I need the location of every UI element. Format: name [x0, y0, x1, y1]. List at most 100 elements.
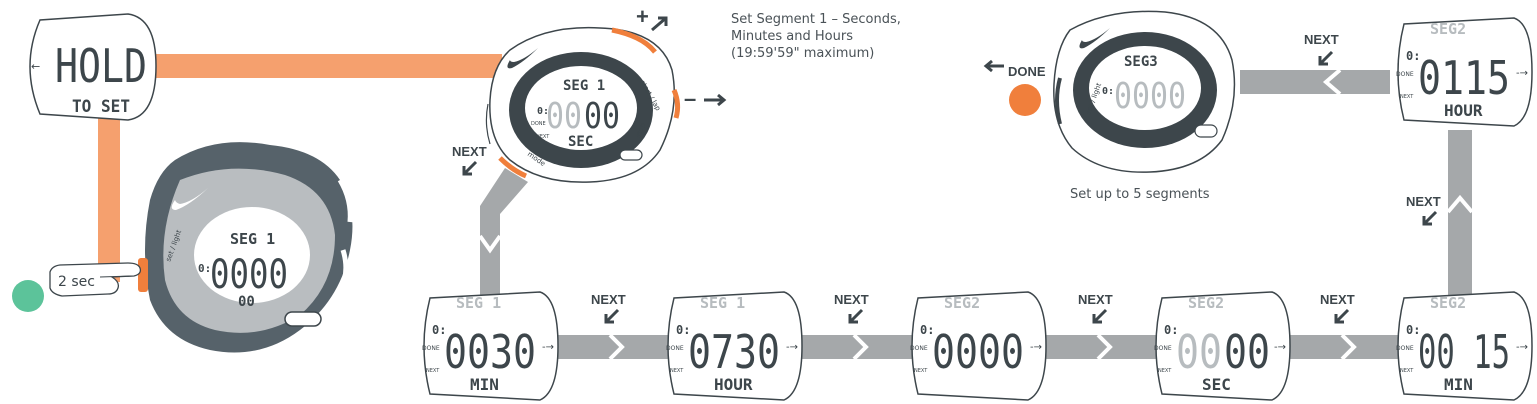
step-digits: 0115 [1418, 51, 1510, 105]
step-unit: MIN [1444, 375, 1473, 394]
step-prefix: 0: [1164, 323, 1178, 337]
segment-watch-screen [525, 66, 637, 150]
step-watch-outline [1155, 291, 1291, 401]
bottom-next-labels: NEXT NEXT NEXT NEXT [591, 292, 1355, 324]
step-right-arrow-icon: -→ [1516, 342, 1528, 353]
hand-duration-label: 2 sec [58, 274, 95, 290]
gray-chevron-up [1446, 194, 1474, 214]
plus-arrow-icon [651, 16, 668, 32]
caption-seg1: Set Segment 1 – Seconds, Minutes and Hou… [731, 12, 901, 61]
orange-done-indicator [1009, 84, 1041, 116]
green-button-indicator [12, 280, 44, 312]
step-prefix: 0: [676, 323, 690, 337]
orange-connector-top [150, 54, 502, 78]
next-arrow-top-right-icon [1318, 50, 1334, 66]
step-seg-label: SEG 1 [700, 294, 745, 312]
minus-arrow-icon [704, 93, 727, 107]
segment-prefix: 0: [537, 106, 549, 117]
step-watch-outline [423, 291, 559, 401]
step-done-label: DONE [666, 345, 684, 352]
step-watch-outline [667, 291, 803, 401]
step-right-arrow-icon: -→ [786, 342, 798, 353]
main-watch-right-button-1 [337, 178, 353, 223]
done-watch-left-button [1055, 77, 1062, 125]
step-unit: SEC [1202, 375, 1231, 394]
hold-watch: ← HOLD TO SET [29, 13, 157, 121]
caption-segments: Set up to 5 segments [1070, 187, 1210, 202]
step-next-label: NEXT [670, 368, 684, 374]
done-watch: SEG3 0: 0000 set / light [1053, 10, 1236, 173]
next-label-1: NEXT [591, 292, 626, 307]
step-prefix: 0: [1406, 49, 1420, 63]
next-label-top-right: NEXT [1304, 32, 1339, 47]
step-seg-label: SEG2 [944, 294, 980, 312]
step-done-label: DONE [422, 345, 440, 352]
gray-connector-top-right [1240, 70, 1390, 94]
step-unit: HOUR [714, 375, 753, 394]
next-arrow-4-icon [1334, 308, 1350, 324]
segment-seg-label: SEG 1 [563, 78, 605, 94]
done-arrow-icon [983, 59, 1004, 73]
swoosh-logo-icon [507, 48, 538, 69]
next-arrow-icon [462, 160, 478, 176]
segment-unit: SEC [568, 134, 593, 150]
main-watch-screen [194, 207, 310, 303]
done-watch-seg-label: SEG3 [1124, 54, 1158, 70]
to-set-text: TO SET [72, 97, 130, 117]
next-label-4: NEXT [1320, 292, 1355, 307]
step-unit: MIN [470, 375, 499, 394]
main-watch: set / light SEG 1 0: 0000 00 2 sec [49, 142, 353, 353]
step-digits: 0730 [688, 325, 780, 379]
step-done-label: DONE [910, 345, 928, 352]
next-arrow-3-icon [1092, 308, 1108, 324]
step-prefix: 0: [432, 323, 446, 337]
step-right-arrow-icon: -→ [1030, 342, 1042, 353]
step-seg-label: SEG2 [1430, 294, 1466, 312]
caption-line-3: (19:59'59" maximum) [731, 46, 874, 61]
gray-chevron-left [1322, 68, 1342, 96]
hold-text: HOLD [55, 39, 147, 93]
step-digits-dim: 00 [1176, 325, 1222, 379]
step-digits-bold: 00 [1224, 325, 1270, 379]
segment-next: NEXT [536, 134, 550, 140]
step-prefix: 0: [1406, 323, 1420, 337]
orange-connector-left [98, 112, 120, 282]
main-watch-right-button-2 [337, 249, 349, 294]
next-arrow-2-icon [848, 308, 864, 324]
step-digits: 0000 [932, 325, 1024, 379]
done-watch-bottom-slot [1194, 124, 1218, 138]
step-digits: 00 15 [1418, 325, 1510, 379]
segment-digits-bold: 00 [584, 96, 620, 137]
minus-symbol: – [684, 86, 696, 111]
segment-left-button [485, 103, 491, 145]
done-watch-prefix: 0: [1102, 86, 1114, 97]
main-watch-digits: 0000 [210, 252, 288, 298]
step-seg-label: SEG2 [1430, 20, 1466, 38]
step-right-arrow-icon: -→ [1516, 68, 1528, 79]
gray-chevron-down [478, 234, 502, 254]
step-next-label: NEXT [1158, 368, 1172, 374]
gray-connector-diagonal [480, 168, 528, 300]
bottom-chevrons [608, 333, 1357, 361]
step-next-label: NEXT [914, 368, 928, 374]
step-seg-label: SEG2 [1188, 294, 1224, 312]
next-label-seg1: NEXT [452, 144, 487, 159]
step-watch-face: SEG 1 0:0730 DONE NEXT -→ HOUR [666, 291, 803, 401]
segment-done: DONE [531, 121, 546, 127]
step-right-arrow-icon: -→ [1274, 342, 1286, 353]
caption-line-2: Minutes and Hours [731, 29, 853, 44]
hand-finger-line [99, 275, 133, 278]
segment-orange-right-button [671, 89, 681, 119]
main-watch-bottom-slot [284, 311, 322, 327]
done-watch-screen [1089, 46, 1201, 130]
done-label: DONE [1008, 64, 1046, 79]
caption-line-1: Set Segment 1 – Seconds, [731, 12, 901, 27]
main-watch-seg-label: SEG 1 [230, 230, 275, 248]
